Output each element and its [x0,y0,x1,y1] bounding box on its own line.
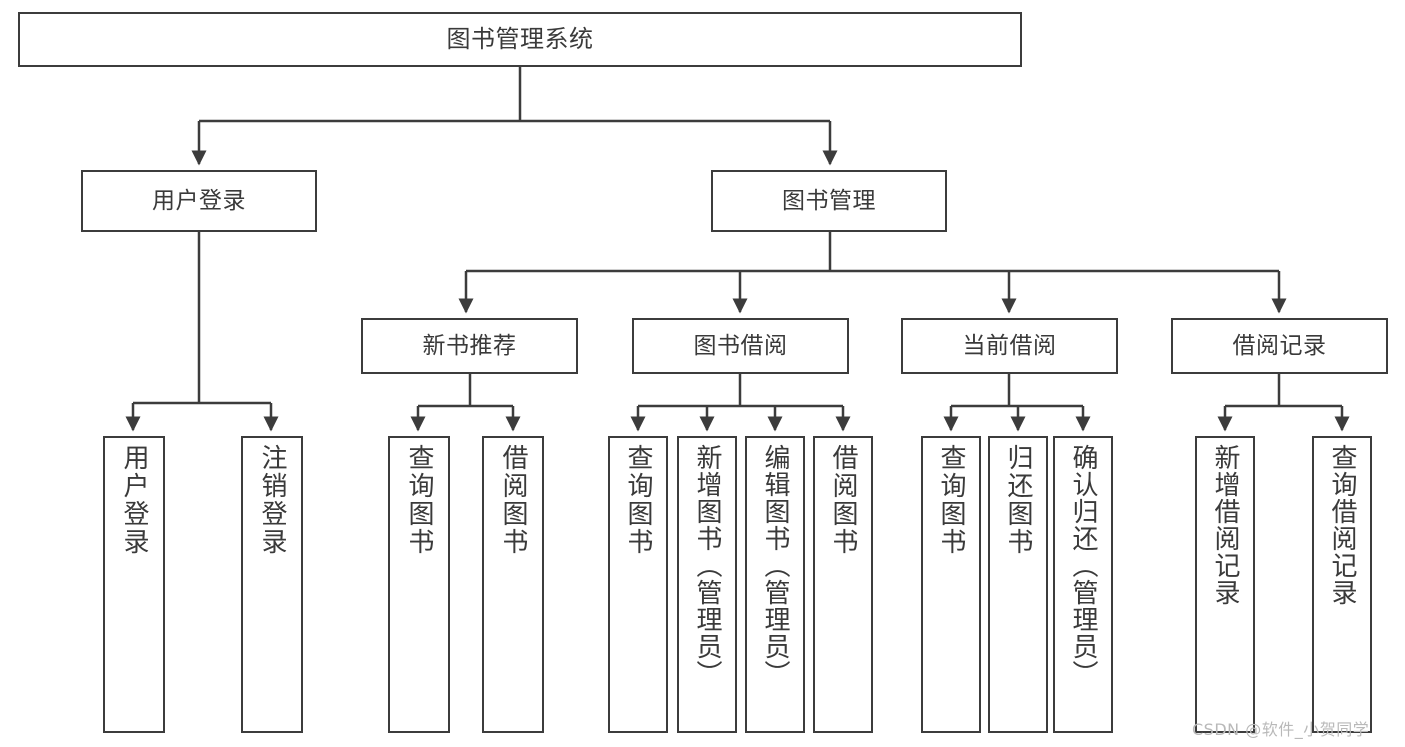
node-label: 新增图书（管理员） [692,444,722,687]
node-label: 借阅记录 [1232,332,1327,359]
node-label: 查询借阅记录 [1327,444,1357,606]
node-book-borrow[interactable]: 图书借阅 [632,318,849,374]
node-label: 借阅图书 [828,444,858,556]
node-label: 借阅图书 [498,444,528,556]
node-label: 确认归还（管理员） [1068,444,1098,687]
node-book-management[interactable]: 图书管理 [711,170,947,232]
leaf-add-book-admin[interactable]: 新增图书（管理员） [677,436,737,733]
leaf-borrow-book-new-recommend[interactable]: 借阅图书 [482,436,544,733]
node-label: 查询图书 [404,444,434,556]
watermark-text: CSDN @软件_小贺同学 [1192,720,1370,739]
node-label: 归还图书 [1003,444,1033,556]
node-label: 新书推荐 [422,332,517,359]
leaf-user-login[interactable]: 用户登录 [103,436,165,733]
node-label: 编辑图书（管理员） [760,444,790,687]
node-label: 注销登录 [257,444,287,556]
node-borrow-record[interactable]: 借阅记录 [1171,318,1388,374]
leaf-edit-book-admin[interactable]: 编辑图书（管理员） [745,436,805,733]
node-label: 当前借阅 [962,332,1057,359]
node-label: 查询图书 [936,444,966,556]
node-current-borrow[interactable]: 当前借阅 [901,318,1118,374]
leaf-query-book-new-recommend[interactable]: 查询图书 [388,436,450,733]
leaf-query-book-current[interactable]: 查询图书 [921,436,981,733]
leaf-add-borrow-record[interactable]: 新增借阅记录 [1195,436,1255,733]
node-new-book-recommend[interactable]: 新书推荐 [361,318,578,374]
node-user-login[interactable]: 用户登录 [81,170,317,232]
leaf-logout[interactable]: 注销登录 [241,436,303,733]
node-label: 查询图书 [623,444,653,556]
node-label: 用户登录 [152,187,246,214]
leaf-return-book[interactable]: 归还图书 [988,436,1048,733]
leaf-borrow-book[interactable]: 借阅图书 [813,436,873,733]
node-label: 图书借阅 [693,332,788,359]
node-label: 用户登录 [119,444,149,556]
leaf-query-book-borrow[interactable]: 查询图书 [608,436,668,733]
node-label: 图书管理 [782,187,876,214]
node-label: 图书管理系统 [446,24,594,53]
leaf-query-borrow-record[interactable]: 查询借阅记录 [1312,436,1372,733]
node-root-book-management-system[interactable]: 图书管理系统 [18,12,1022,67]
leaf-confirm-return-admin[interactable]: 确认归还（管理员） [1053,436,1113,733]
node-label: 新增借阅记录 [1210,444,1240,606]
